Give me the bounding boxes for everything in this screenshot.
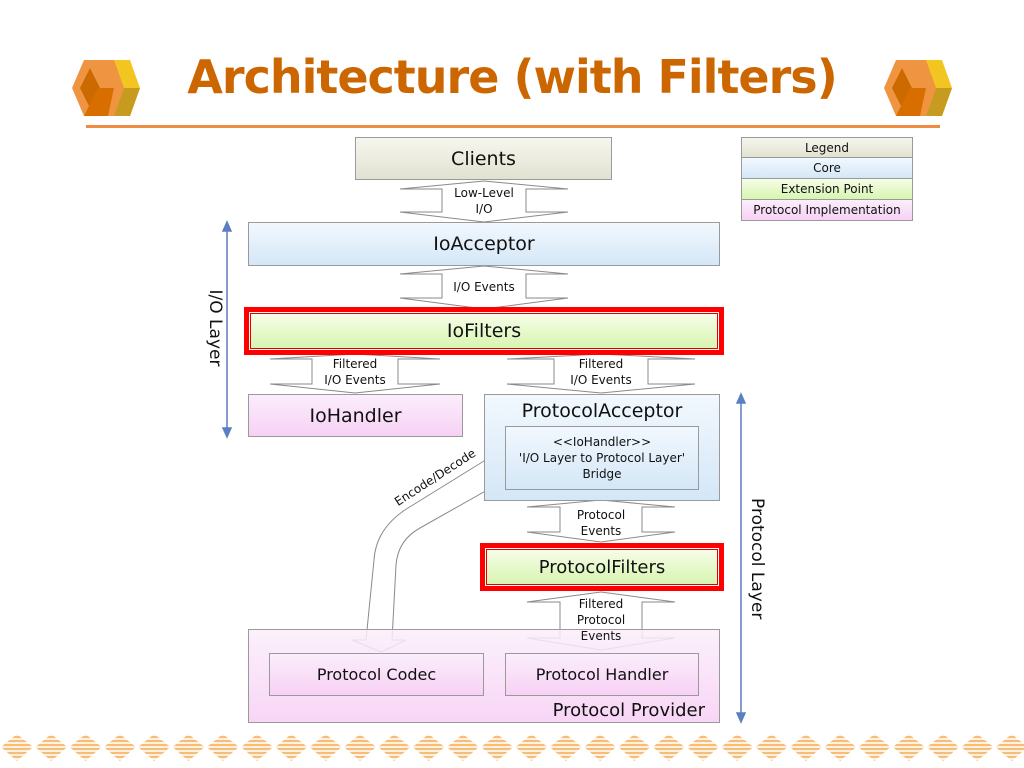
node-protocol-codec: Protocol Codec — [269, 653, 484, 696]
io-layer-label: I/O Layer — [205, 289, 225, 367]
footer-diamond — [69, 734, 102, 761]
label-filtered-io-right: Filtered I/O Events — [551, 356, 651, 388]
slide-title: Architecture (with Filters) — [187, 50, 837, 104]
label-line: Protocol — [576, 508, 626, 522]
node-io-acceptor: IoAcceptor — [248, 222, 720, 266]
legend: Legend Core Extension Point Protocol Imp… — [741, 137, 913, 221]
label-line: Filtered — [332, 357, 378, 371]
label-line: Events — [580, 629, 622, 643]
node-io-handler: IoHandler — [248, 394, 463, 437]
node-protocol-codec-label: Protocol Codec — [316, 665, 437, 684]
footer-diamond — [446, 734, 479, 761]
node-bridge: <<IoHandler>> 'I/O Layer to Protocol Lay… — [505, 426, 699, 490]
node-io-handler-label: IoHandler — [309, 404, 402, 427]
footer-diamond — [138, 734, 171, 761]
bridge-label: Bridge — [582, 467, 622, 481]
node-clients-label: Clients — [451, 147, 516, 170]
node-io-filters: IoFilters — [244, 307, 724, 355]
footer-diamond — [858, 734, 891, 761]
footer-diamond — [755, 734, 788, 761]
footer-diamond — [789, 734, 822, 761]
label-line: Low-Level — [454, 186, 514, 200]
footer-diamond — [172, 734, 205, 761]
label-line: I/O Events — [570, 373, 632, 387]
node-protocol-filters: ProtocolFilters — [480, 543, 724, 591]
footer-diamond — [103, 734, 136, 761]
label-encode-decode: Encode/Decode — [392, 445, 479, 509]
bridge-description: 'I/O Layer to Protocol Layer' — [518, 451, 686, 465]
bridge-stereotype: <<IoHandler>> — [552, 435, 652, 449]
footer-diamond — [35, 734, 68, 761]
label-io-events: I/O Events — [434, 279, 534, 295]
node-protocol-acceptor-label: ProtocolAcceptor — [521, 400, 683, 422]
footer-diamond — [652, 734, 685, 761]
footer-diamond — [275, 734, 308, 761]
footer-diamond — [687, 734, 719, 761]
label-line: Protocol — [576, 613, 626, 627]
legend-header: Legend — [741, 137, 913, 158]
node-protocol-handler-label: Protocol Handler — [535, 665, 669, 684]
protocol-layer-label: Protocol Layer — [747, 498, 767, 620]
footer-diamond — [721, 734, 754, 761]
footer-diamond — [515, 734, 548, 761]
label-protocol-events: Protocol Events — [551, 507, 651, 539]
label-line: Filtered — [578, 357, 624, 371]
title-divider — [86, 125, 940, 128]
node-protocol-handler: Protocol Handler — [505, 653, 699, 696]
footer-diamond — [481, 734, 514, 761]
label-line: Events — [580, 524, 622, 538]
label-filtered-protocol-events: Filtered Protocol Events — [551, 596, 651, 644]
footer-diamond — [824, 734, 857, 761]
footer-diamond — [618, 734, 651, 761]
node-protocol-filters-label: ProtocolFilters — [538, 556, 666, 578]
footer-diamond — [927, 734, 960, 761]
node-io-filters-label: IoFilters — [446, 320, 522, 342]
footer-diamond — [344, 734, 376, 761]
label-line: I/O Events — [453, 280, 515, 294]
footer-diamond — [309, 734, 342, 761]
footer-diamond — [378, 734, 411, 761]
legend-item-core: Core — [741, 158, 913, 179]
footer-diamond — [549, 734, 582, 761]
label-line: I/O — [475, 202, 493, 216]
legend-item-extension-point: Extension Point — [741, 179, 913, 200]
footer-diamond — [1, 734, 33, 761]
label-low-level-io: Low-Level I/O — [434, 185, 534, 217]
footer-diamond — [584, 734, 617, 761]
footer-diamond — [995, 734, 1024, 761]
footer-diamond — [412, 734, 445, 761]
label-line: I/O Events — [324, 373, 386, 387]
legend-item-protocol-implementation: Protocol Implementation — [741, 200, 913, 221]
footer-diamond — [892, 734, 925, 761]
node-io-acceptor-label: IoAcceptor — [433, 233, 535, 255]
footer-diamond — [206, 734, 239, 761]
label-line: Filtered — [578, 597, 624, 611]
label-filtered-io-left: Filtered I/O Events — [305, 356, 405, 388]
footer-diamond — [241, 734, 274, 761]
node-protocol-provider-label: Protocol Provider — [552, 700, 705, 721]
footer-diamond — [961, 734, 994, 761]
node-clients: Clients — [355, 137, 612, 180]
